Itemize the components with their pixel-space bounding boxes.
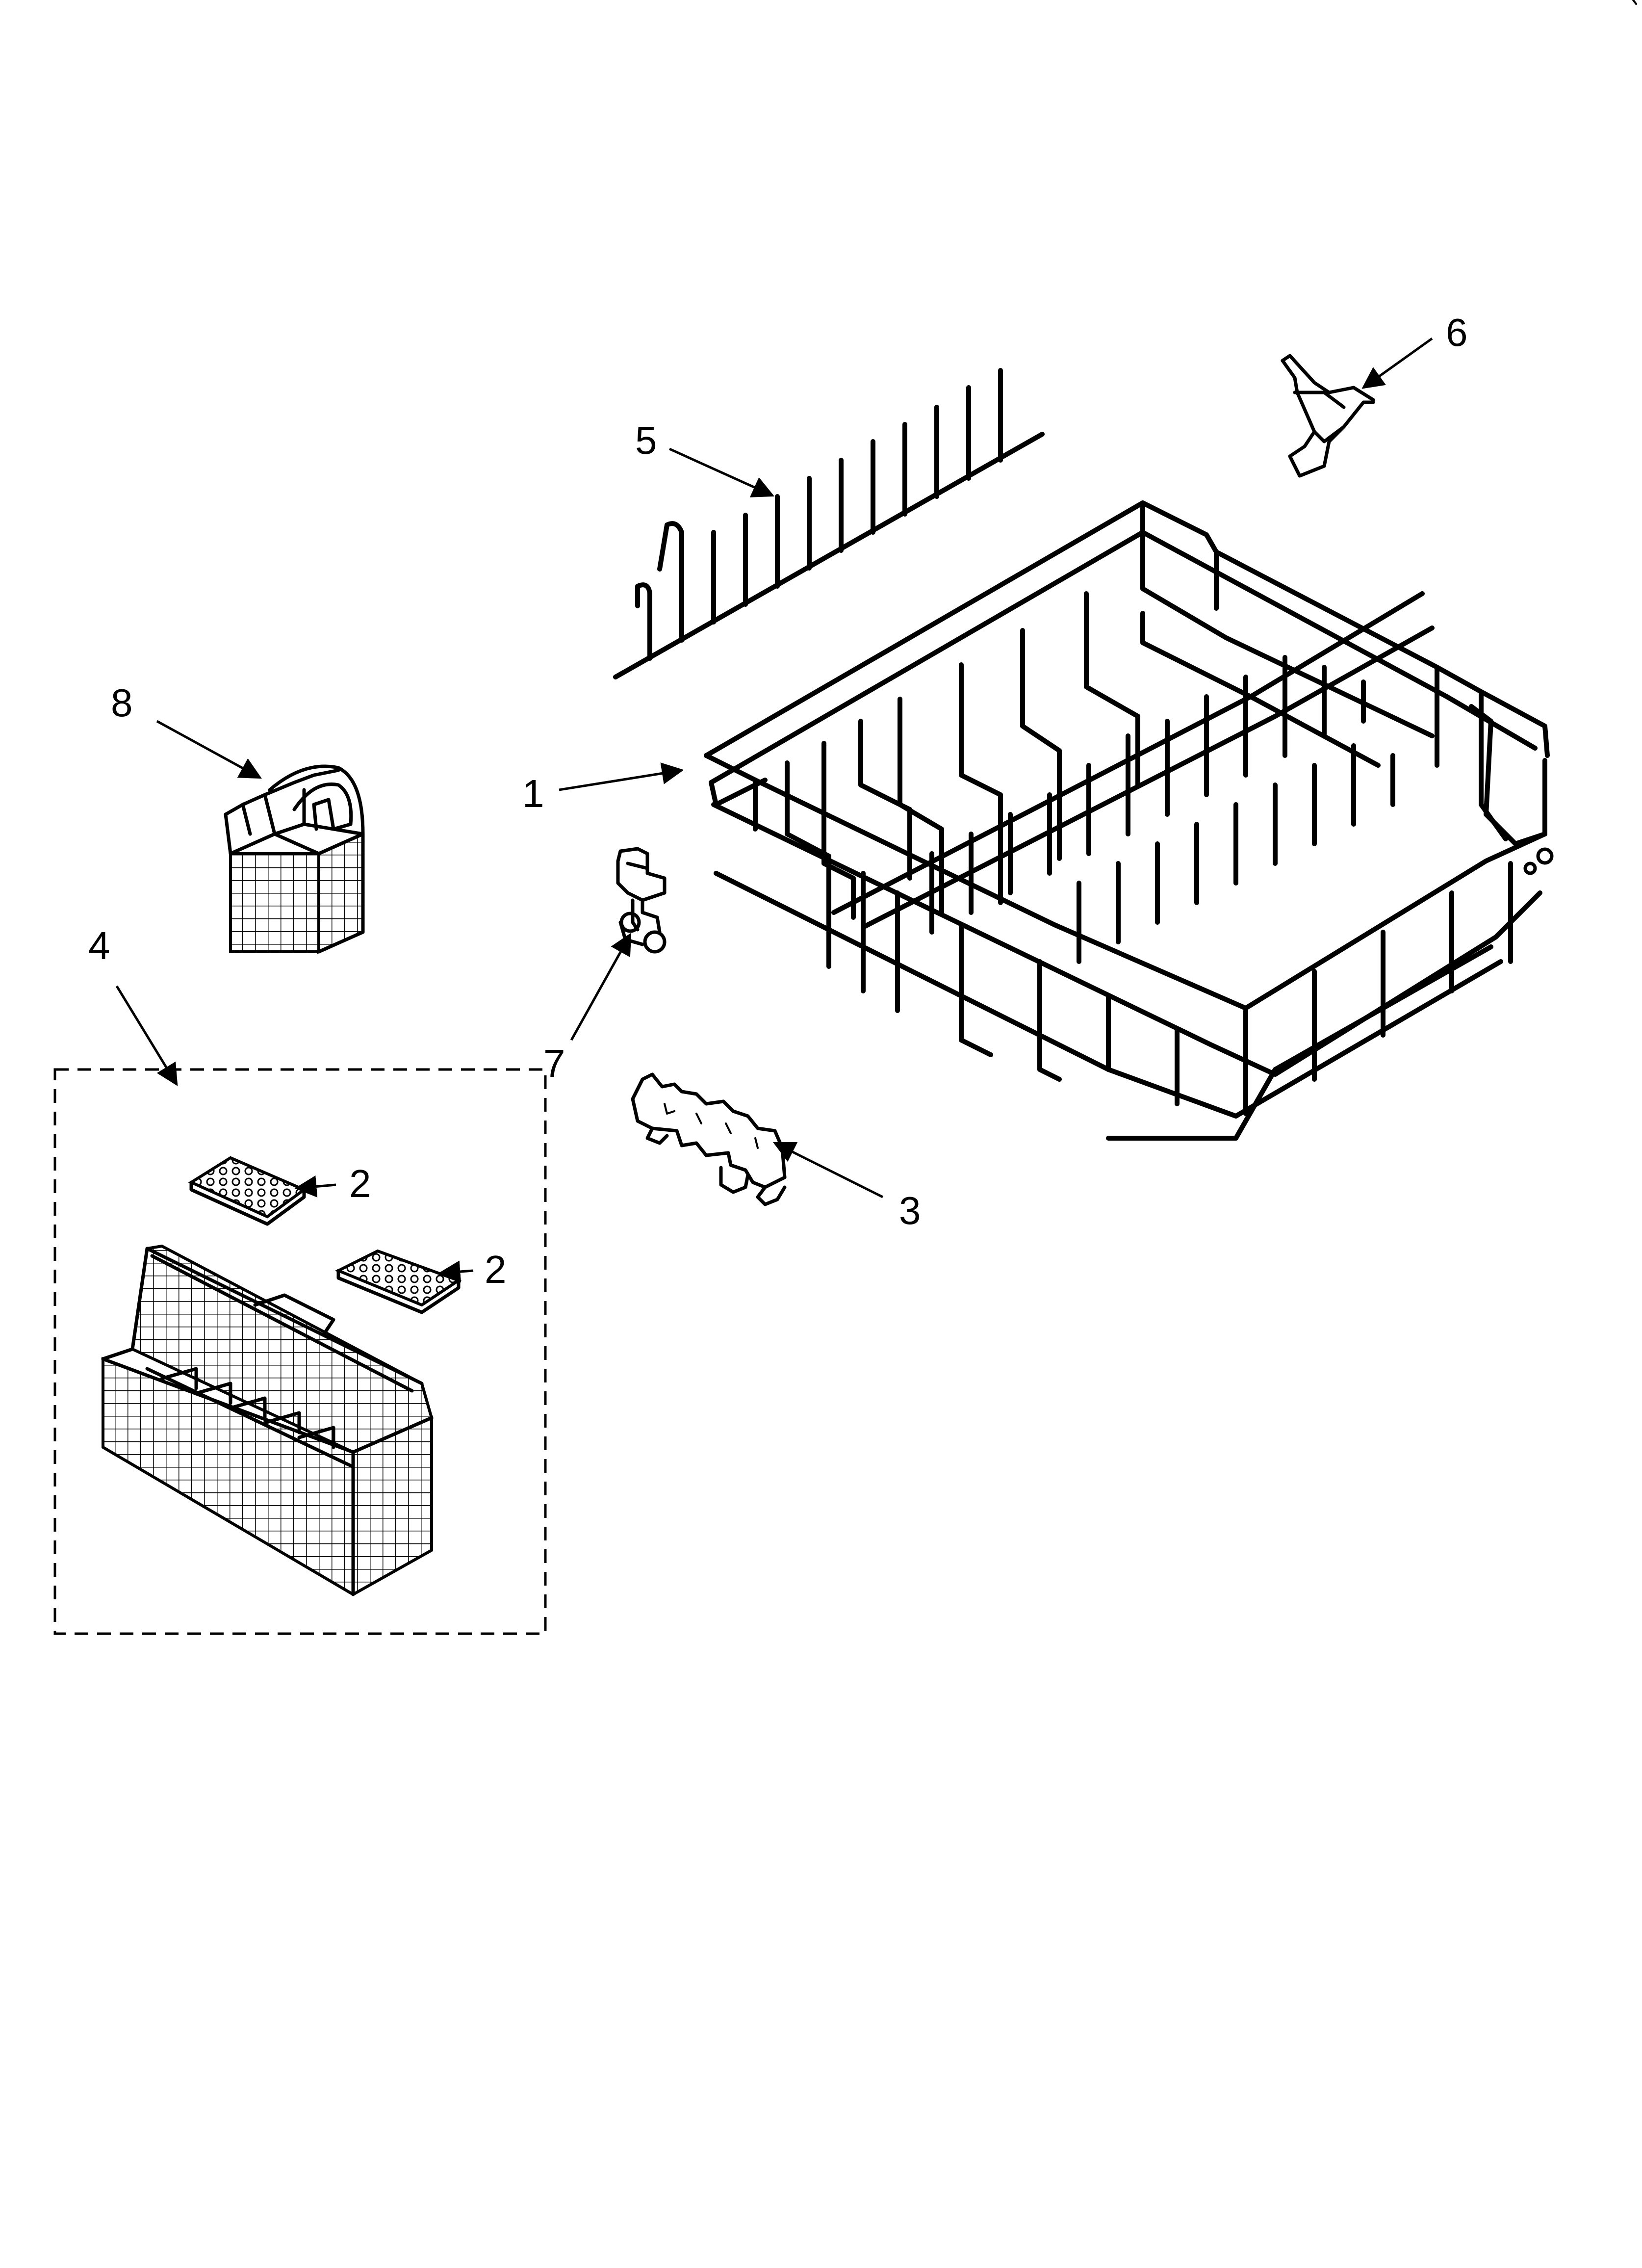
leader-2a bbox=[294, 1175, 336, 1198]
kit-boundary bbox=[53, 1068, 547, 1635]
leader-4 bbox=[115, 985, 178, 1086]
basket-cover-right bbox=[334, 1249, 462, 1314]
leader-5 bbox=[668, 447, 775, 497]
roller-assembly bbox=[631, 1072, 787, 1206]
rack-clip bbox=[1281, 354, 1375, 478]
leader-1 bbox=[559, 762, 684, 791]
leader-6 bbox=[1361, 337, 1433, 389]
callout-7: 7 bbox=[543, 1042, 565, 1085]
leader-2b bbox=[438, 1260, 474, 1283]
leader-8 bbox=[156, 720, 262, 779]
callout-2-top: 2 bbox=[349, 1162, 371, 1205]
callout-8: 8 bbox=[111, 681, 133, 725]
leader-3 bbox=[772, 1142, 884, 1199]
dish-rack bbox=[704, 500, 1554, 1141]
callout-4: 4 bbox=[88, 924, 110, 967]
basket-cover-top bbox=[188, 1156, 307, 1226]
callout-6: 6 bbox=[1446, 311, 1468, 354]
small-basket bbox=[224, 764, 365, 954]
callout-3: 3 bbox=[899, 1189, 921, 1232]
callout-5: 5 bbox=[635, 418, 657, 462]
leader-7 bbox=[570, 933, 632, 1041]
tine-row bbox=[613, 368, 1045, 679]
callout-1: 1 bbox=[522, 772, 544, 815]
corner-mark bbox=[1632, 0, 1637, 5]
silverware-basket bbox=[101, 1244, 434, 1596]
hinge-clip bbox=[616, 847, 667, 954]
callout-2-right: 2 bbox=[485, 1248, 507, 1291]
